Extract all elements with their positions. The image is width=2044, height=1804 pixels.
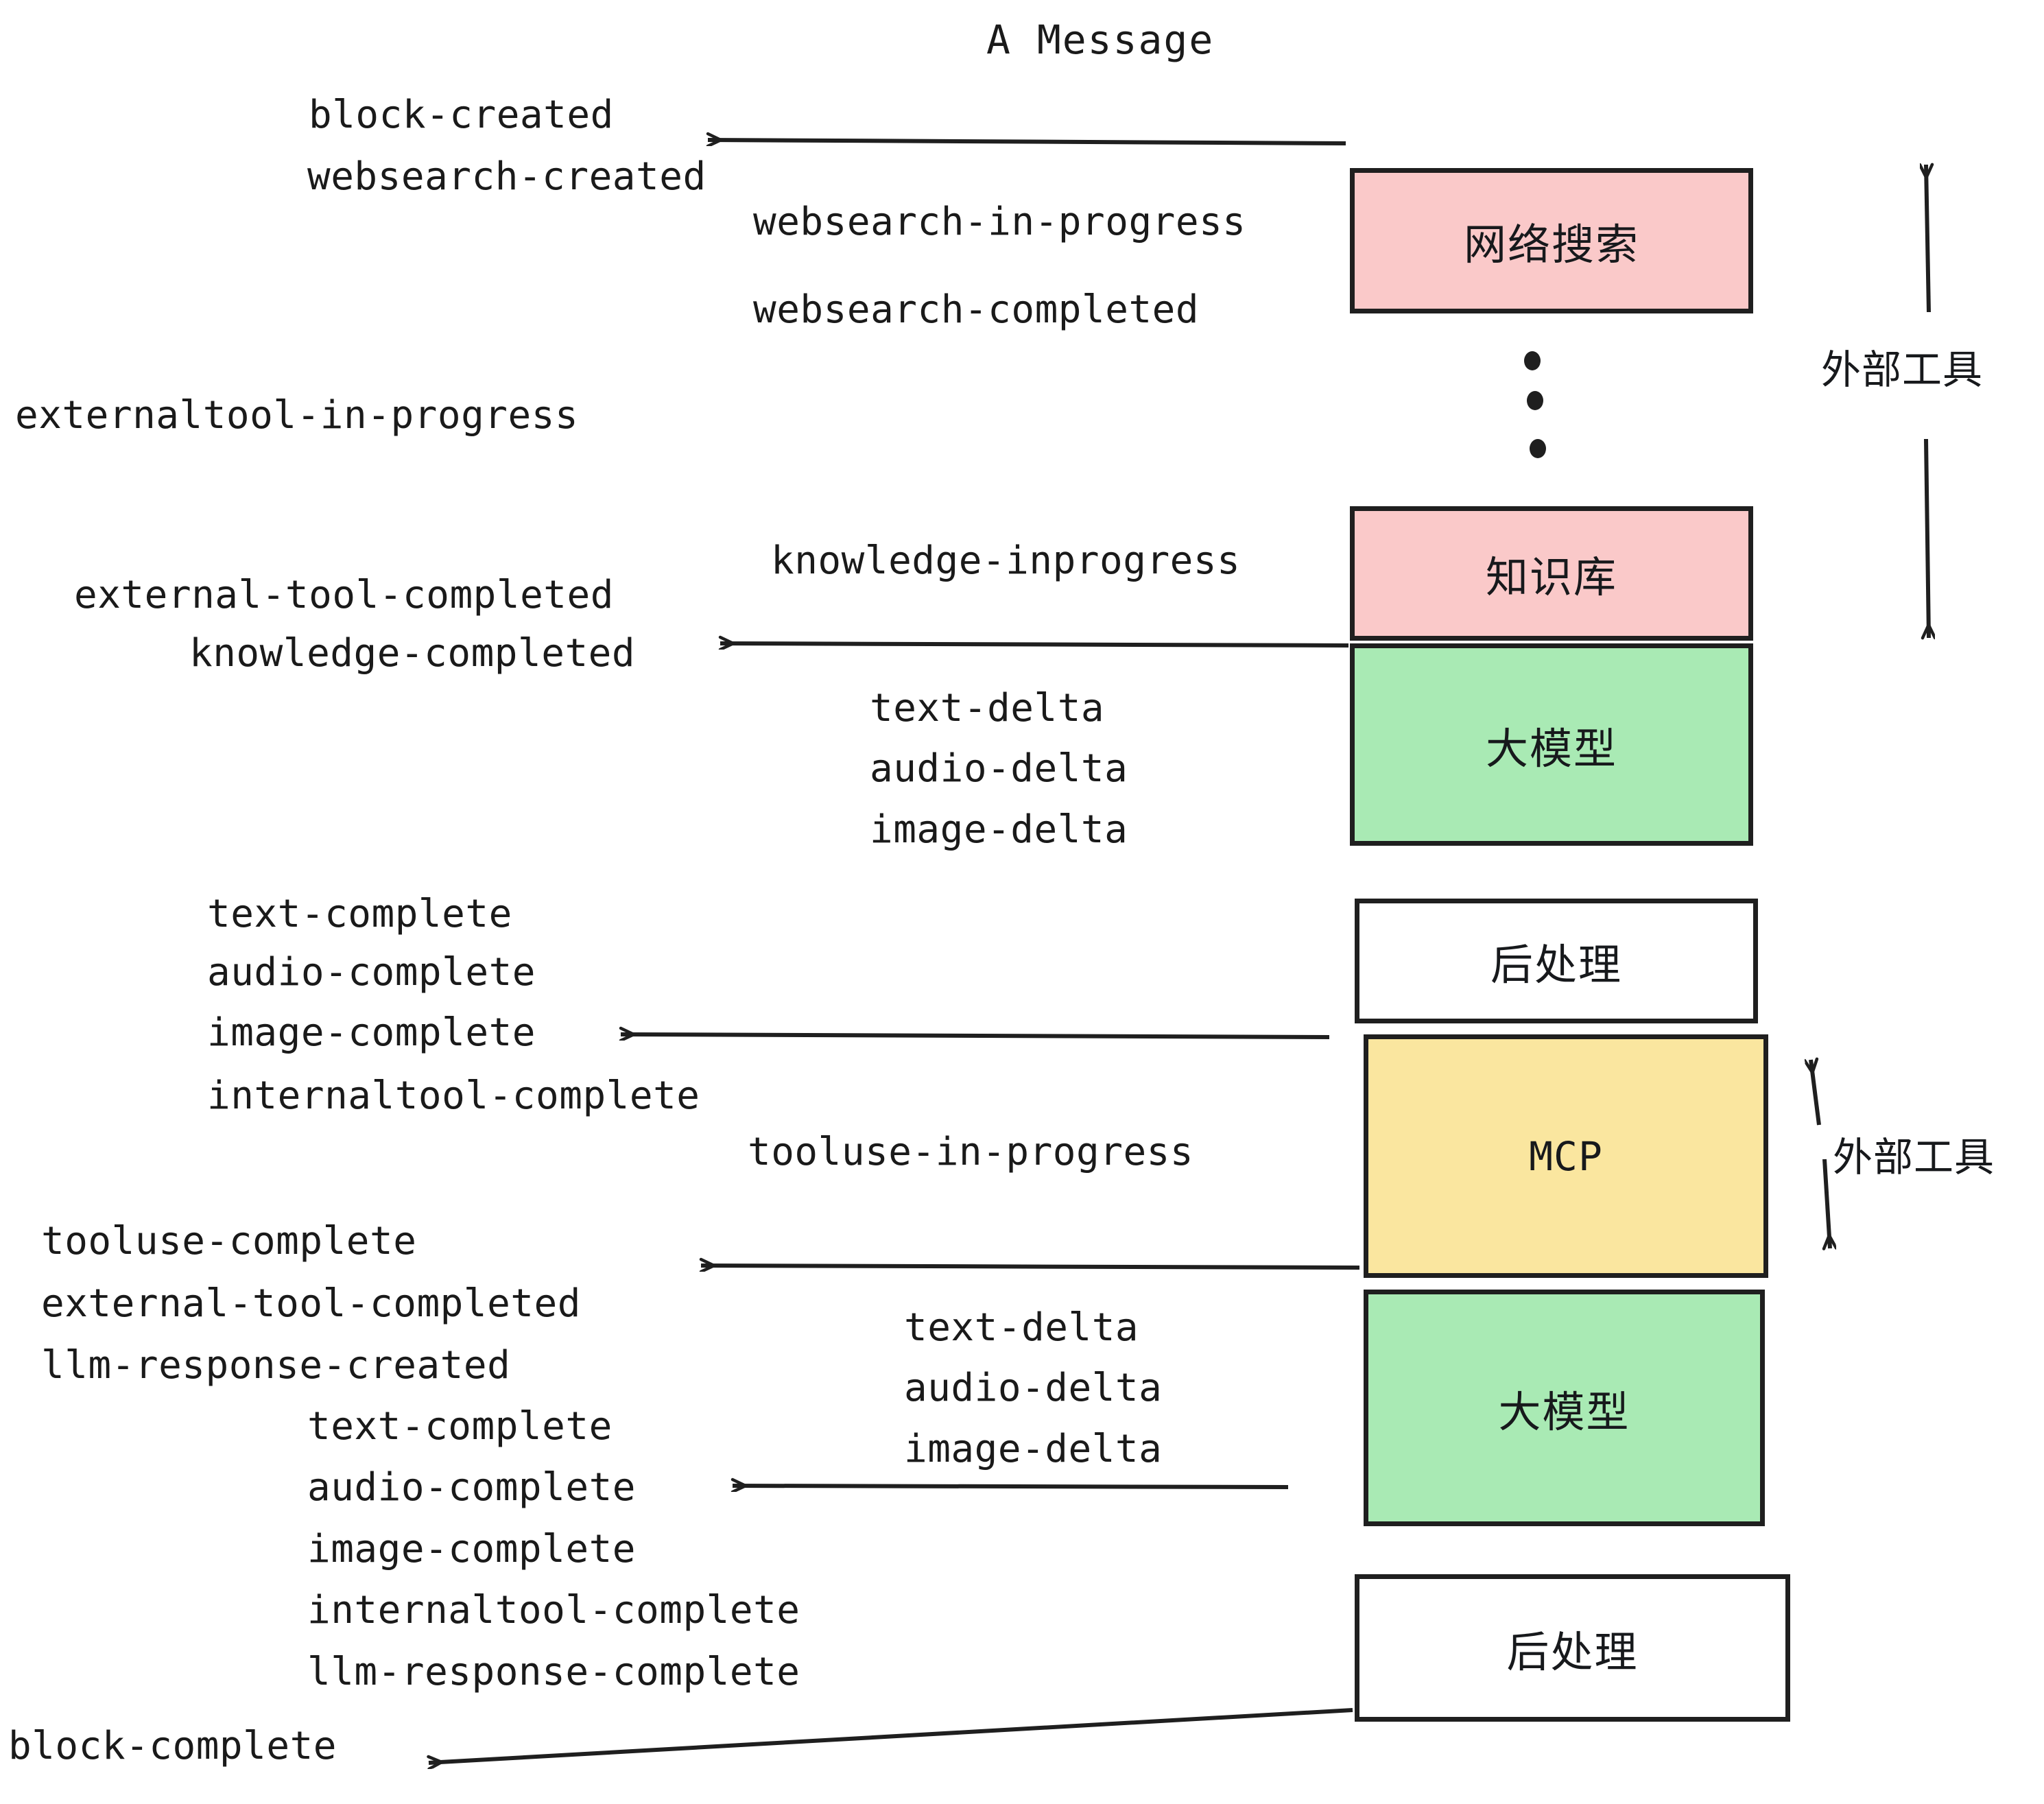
node-mcp-label: MCP bbox=[1529, 1132, 1603, 1180]
ellipsis-dot-3 bbox=[1530, 439, 1546, 458]
event-label-internaltool-complete-2: internaltool-complete bbox=[307, 1588, 800, 1633]
event-label-websearch-completed: websearch-completed bbox=[753, 287, 1200, 332]
arrow-mcp-to-tooluse-complete bbox=[701, 1266, 1360, 1268]
node-knowledge-label: 知识库 bbox=[1485, 552, 1617, 602]
node-postprocess-2[interactable]: 后处理 bbox=[1355, 1574, 1790, 1722]
event-label-audio-complete-2: audio-complete bbox=[307, 1465, 637, 1510]
event-label-internaltool-complete-1: internaltool-complete bbox=[207, 1073, 700, 1118]
node-llm-2-label: 大模型 bbox=[1498, 1386, 1630, 1437]
arrow-external-tools-top-up bbox=[1926, 165, 1929, 313]
node-llm-1-label: 大模型 bbox=[1485, 723, 1617, 774]
event-label-knowledge-inprogress: knowledge-inprogress bbox=[771, 538, 1241, 583]
event-label-image-delta-2: image-delta bbox=[904, 1427, 1163, 1471]
event-label-audio-delta-2: audio-delta bbox=[904, 1366, 1163, 1410]
arrow-external-tools-top-down bbox=[1926, 438, 1929, 638]
node-llm-2[interactable]: 大模型 bbox=[1364, 1290, 1765, 1526]
event-label-image-complete-1: image-complete bbox=[207, 1010, 536, 1055]
event-label-block-complete: block-complete bbox=[8, 1724, 337, 1768]
node-websearch-label: 网络搜索 bbox=[1463, 219, 1639, 270]
node-postprocess-2-label: 后处理 bbox=[1506, 1626, 1639, 1677]
node-websearch[interactable]: 网络搜索 bbox=[1350, 168, 1753, 313]
arrow-postprocess1-to-image-complete bbox=[621, 1034, 1330, 1037]
event-label-externaltool-in-progress: externaltool-in-progress bbox=[15, 393, 579, 438]
ellipsis-dot-2 bbox=[1527, 391, 1543, 410]
arrow-external-tools-bottom-up bbox=[1811, 1060, 1821, 1126]
event-label-external-tool-completed-2: external-tool-completed bbox=[41, 1281, 581, 1326]
arrow-postprocess2-to-block-complete bbox=[429, 1708, 1353, 1763]
event-label-audio-delta-1: audio-delta bbox=[870, 746, 1128, 791]
event-label-text-complete-2: text-complete bbox=[307, 1404, 613, 1449]
event-label-image-delta-1: image-delta bbox=[870, 807, 1128, 852]
node-llm-1[interactable]: 大模型 bbox=[1350, 643, 1753, 846]
event-label-tooluse-complete: tooluse-complete bbox=[41, 1219, 417, 1263]
arrow-websearch-to-created bbox=[708, 140, 1346, 143]
arrow-external-tools-bottom-down bbox=[1825, 1159, 1830, 1248]
arrow-llm2-to-audio-complete bbox=[733, 1486, 1289, 1487]
event-label-external-tool-completed-1: external-tool-completed bbox=[74, 573, 614, 617]
event-label-llm-response-complete: llm-response-complete bbox=[307, 1650, 800, 1694]
event-label-websearch-created: websearch-created bbox=[307, 154, 706, 199]
node-postprocess-1-label: 后处理 bbox=[1490, 940, 1622, 990]
ellipsis-dot-1 bbox=[1524, 351, 1541, 370]
event-label-text-delta-2: text-delta bbox=[904, 1305, 1139, 1350]
node-postprocess-1[interactable]: 后处理 bbox=[1355, 899, 1758, 1023]
event-label-image-complete-2: image-complete bbox=[307, 1527, 637, 1571]
side-label-external-tools-top: 外部工具 bbox=[1821, 346, 1984, 393]
event-label-block-created: block-created bbox=[309, 93, 614, 137]
event-label-text-delta-1: text-delta bbox=[870, 686, 1105, 731]
event-label-text-complete-1: text-complete bbox=[207, 892, 512, 936]
page-title: A Message bbox=[986, 16, 1215, 63]
event-label-llm-response-created: llm-response-created bbox=[41, 1343, 511, 1388]
event-label-knowledge-completed: knowledge-completed bbox=[189, 631, 636, 676]
node-knowledge[interactable]: 知识库 bbox=[1350, 506, 1753, 641]
event-label-tooluse-in-progress: tooluse-in-progress bbox=[748, 1130, 1194, 1174]
arrow-knowledge-to-completed bbox=[720, 643, 1349, 645]
side-label-external-tools-bottom: 外部工具 bbox=[1833, 1134, 1995, 1180]
event-label-audio-complete-1: audio-complete bbox=[207, 950, 536, 995]
node-mcp[interactable]: MCP bbox=[1364, 1034, 1768, 1278]
event-label-websearch-in-progress: websearch-in-progress bbox=[753, 200, 1246, 244]
